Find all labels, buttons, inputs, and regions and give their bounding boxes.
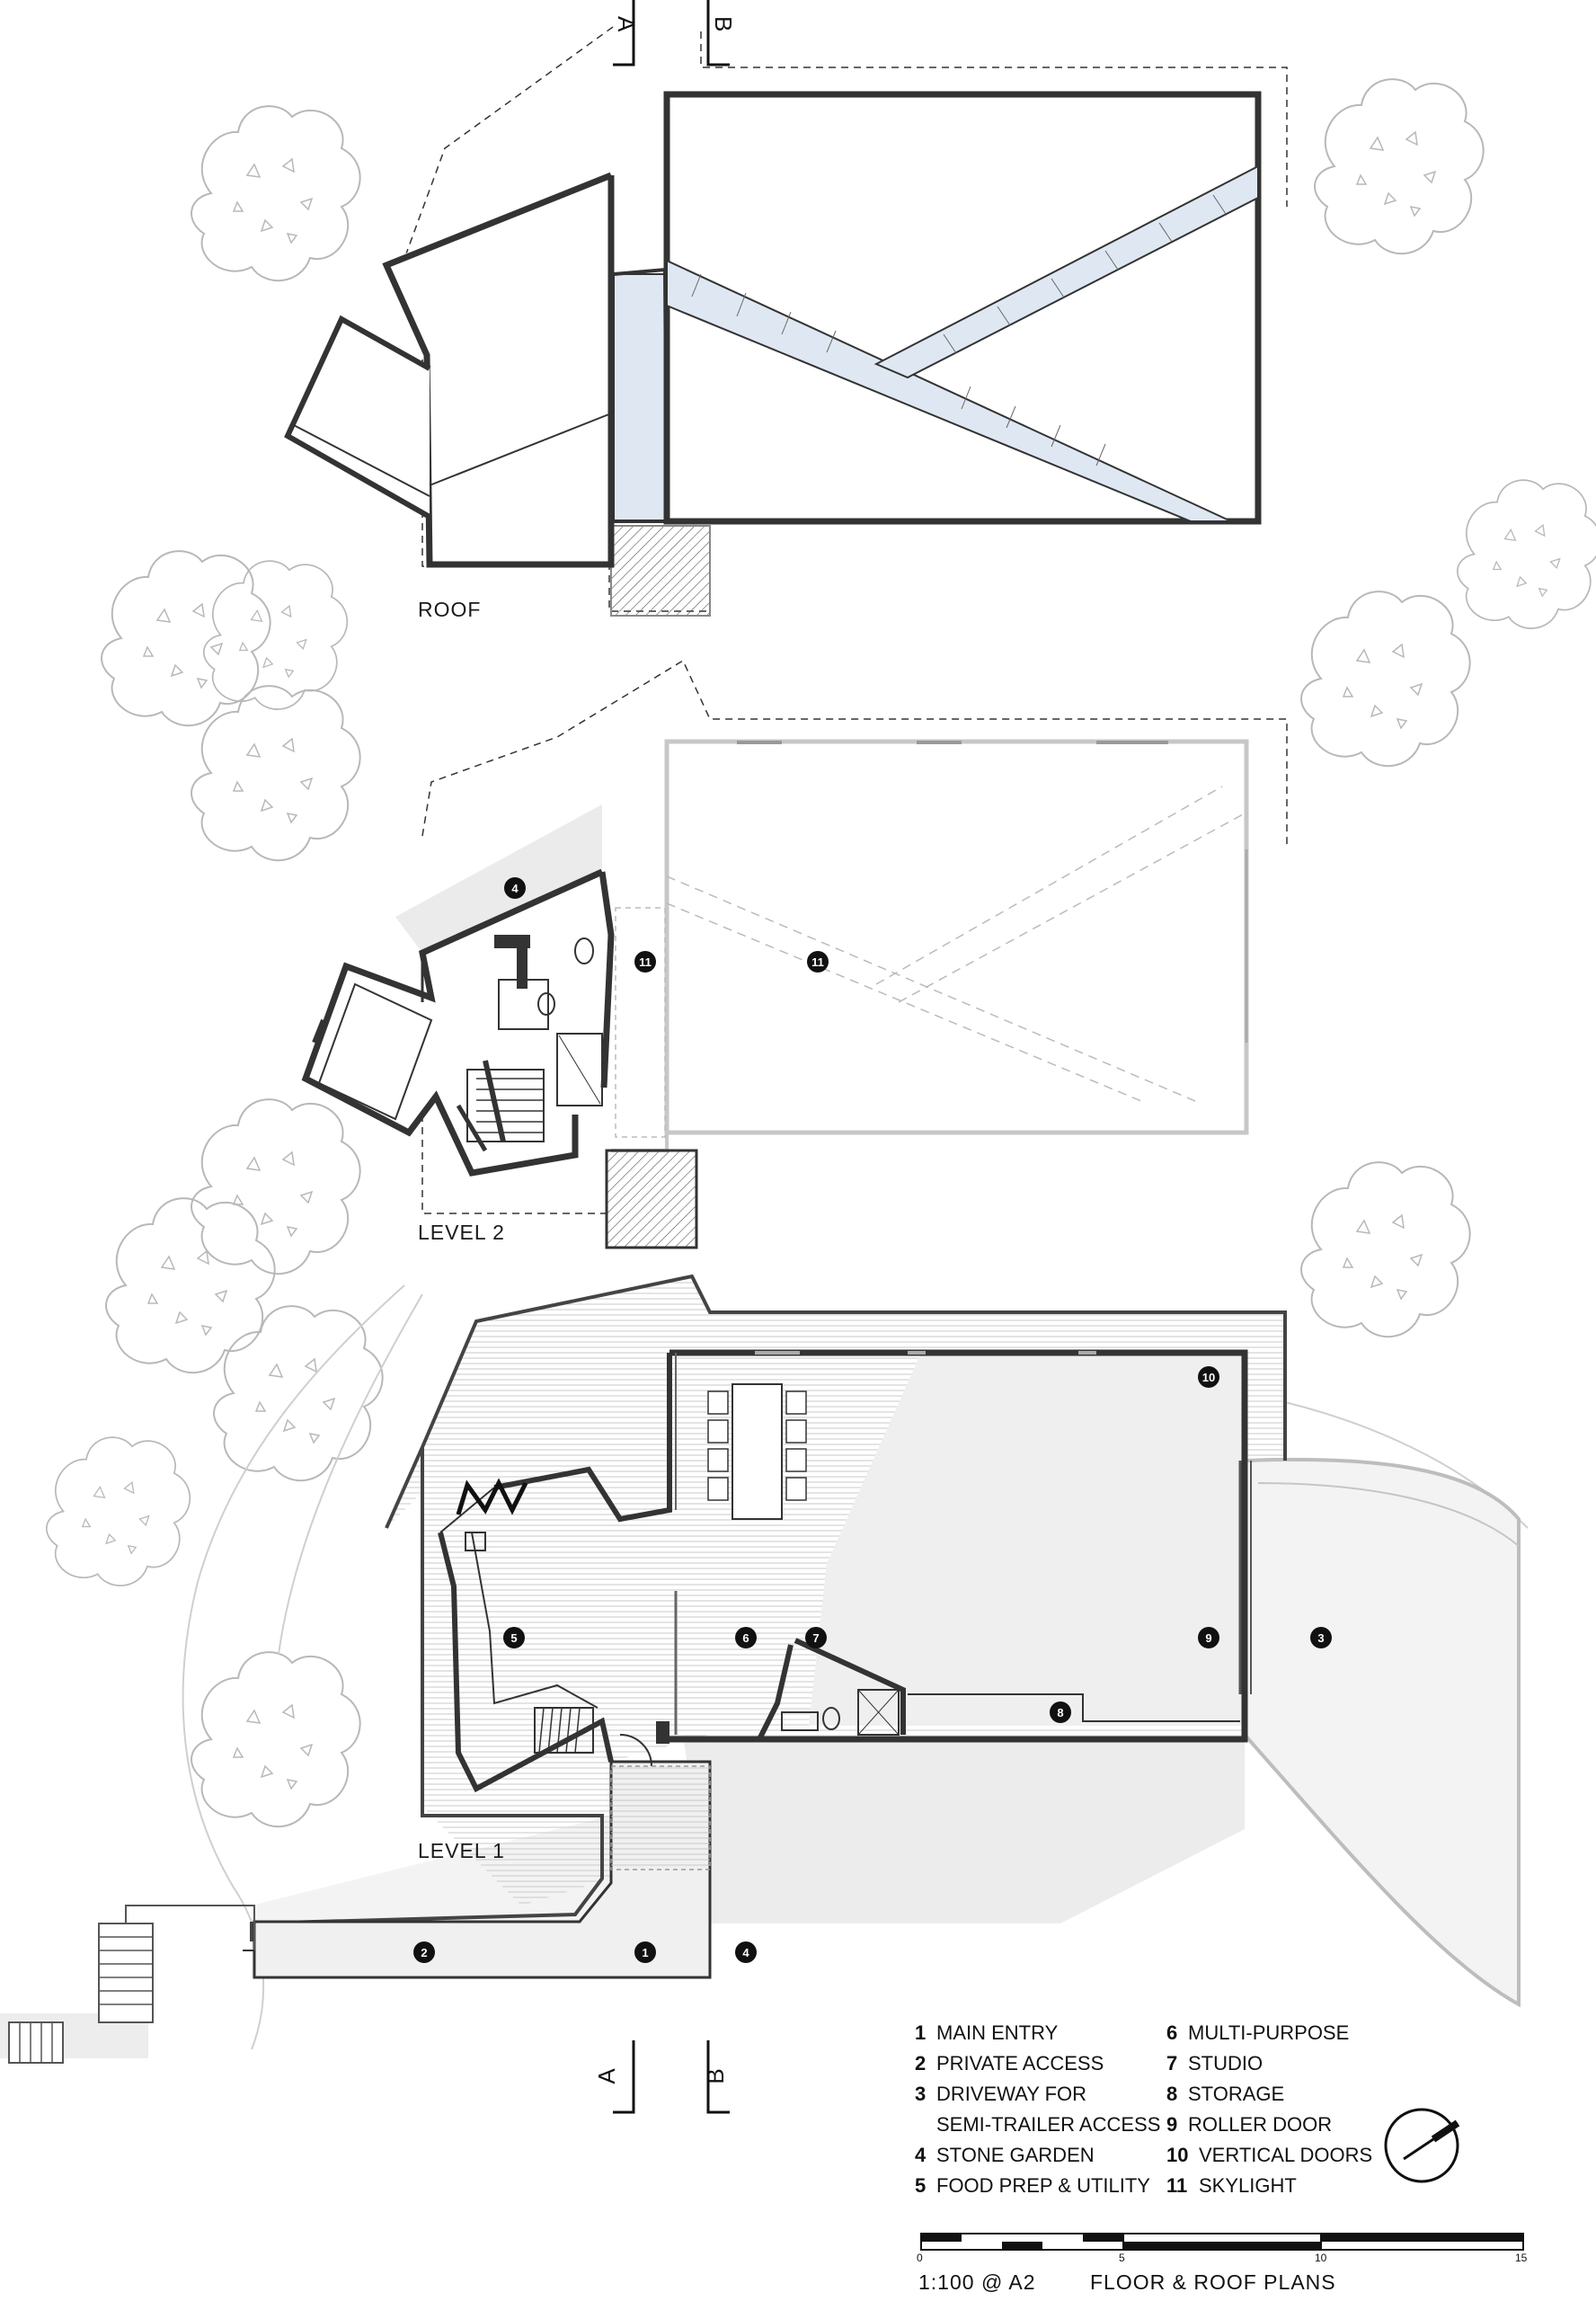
level2-plan-title: LEVEL 2 (418, 1221, 505, 1244)
section-a-top: A (613, 16, 640, 32)
marker-2: 2 (413, 1941, 435, 1963)
svg-text:8: 8 (1057, 1706, 1063, 1719)
scale-tick-15: 15 (1515, 2252, 1528, 2264)
svg-text:3: 3 (1317, 1631, 1324, 1645)
marker-8: 8 (1050, 1701, 1071, 1723)
section-b-top: B (710, 16, 737, 31)
level1-plan-title: LEVEL 1 (418, 1839, 505, 1862)
svg-text:11: 11 (811, 955, 824, 969)
roof-plan (284, 26, 1288, 617)
section-b-bottom: B (702, 2068, 729, 2083)
svg-text:4: 4 (511, 882, 519, 895)
drawing-title: FLOOR & ROOF PLANS (1090, 2270, 1336, 2294)
north-arrow-icon (1384, 2108, 1460, 2183)
level2-plan (301, 659, 1288, 1249)
marker-5: 5 (503, 1627, 525, 1648)
marker-4-level2: 4 (504, 877, 526, 899)
section-markers-bottom: A B (593, 2040, 730, 2114)
svg-text:4: 4 (742, 1946, 749, 1959)
svg-text:2: 2 (421, 1946, 427, 1959)
marker-6: 6 (735, 1627, 757, 1648)
scale-tick-10: 10 (1315, 2252, 1327, 2264)
marker-7: 7 (805, 1627, 827, 1648)
marker-11-main: 11 (807, 951, 829, 973)
svg-text:9: 9 (1205, 1631, 1211, 1645)
svg-text:1: 1 (642, 1946, 648, 1959)
level1-plan (0, 1274, 1521, 2064)
roof-plan-title: ROOF (418, 598, 482, 621)
drawing-scale: 1:100 @ A2 (918, 2270, 1036, 2294)
svg-text:11: 11 (639, 955, 652, 969)
svg-text:5: 5 (510, 1631, 517, 1645)
room-markers: 4 11 11 10 5 6 7 9 3 8 2 1 4 (413, 877, 1332, 1963)
marker-4-level1: 4 (735, 1941, 757, 1963)
marker-10: 10 (1198, 1366, 1219, 1388)
scale-bar (920, 2233, 1524, 2251)
svg-text:10: 10 (1202, 1371, 1215, 1384)
scale-tick-0: 0 (917, 2252, 923, 2264)
scale-tick-5: 5 (1119, 2252, 1125, 2264)
marker-1: 1 (634, 1941, 656, 1963)
marker-3: 3 (1310, 1627, 1332, 1648)
marker-11-link: 11 (634, 951, 656, 973)
section-markers-top: A B (613, 0, 737, 67)
legend-item: SEMI-TRAILER ACCESS (936, 2113, 1161, 2136)
svg-text:7: 7 (812, 1631, 819, 1645)
marker-9: 9 (1198, 1627, 1219, 1648)
section-a-bottom: A (593, 2068, 620, 2084)
svg-text:6: 6 (742, 1631, 749, 1645)
